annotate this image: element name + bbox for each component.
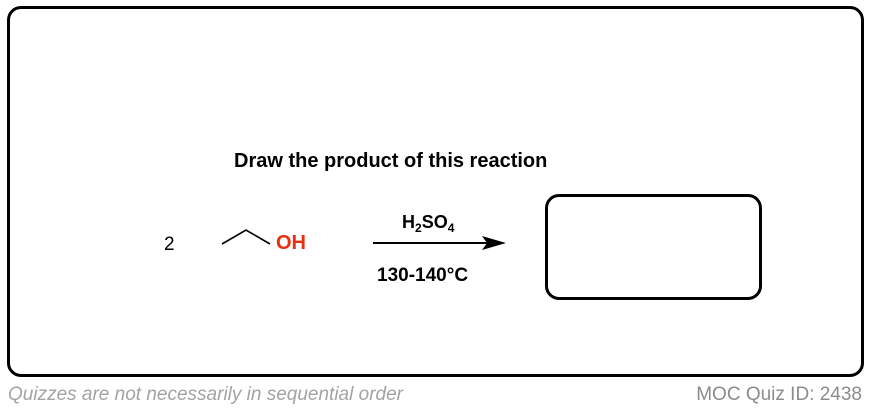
reagent-so: SO	[421, 212, 448, 232]
hydroxyl-group-label: OH	[276, 232, 306, 254]
reaction-arrow-icon	[373, 236, 506, 250]
carbon-chain-bonds	[221, 229, 271, 245]
product-answer-box[interactable]	[545, 194, 762, 300]
ethanol-skeletal-structure	[221, 229, 271, 245]
quiz-card	[7, 6, 864, 377]
reaction-condition-temperature: 130-140°C	[377, 265, 469, 286]
footer-quiz-id: MOC Quiz ID: 2438	[696, 384, 862, 405]
quiz-prompt: Draw the product of this reaction	[234, 150, 548, 172]
reagent-so-subscript: 4	[447, 221, 455, 235]
reagent-sulfuric-acid: H2SO4	[402, 212, 454, 235]
reagent-h: H	[402, 212, 415, 232]
reagent-h-subscript: 2	[415, 221, 422, 235]
stoichiometric-coefficient: 2	[164, 234, 175, 255]
footer-sequence-note: Quizzes are not necessarily in sequentia…	[8, 384, 403, 405]
